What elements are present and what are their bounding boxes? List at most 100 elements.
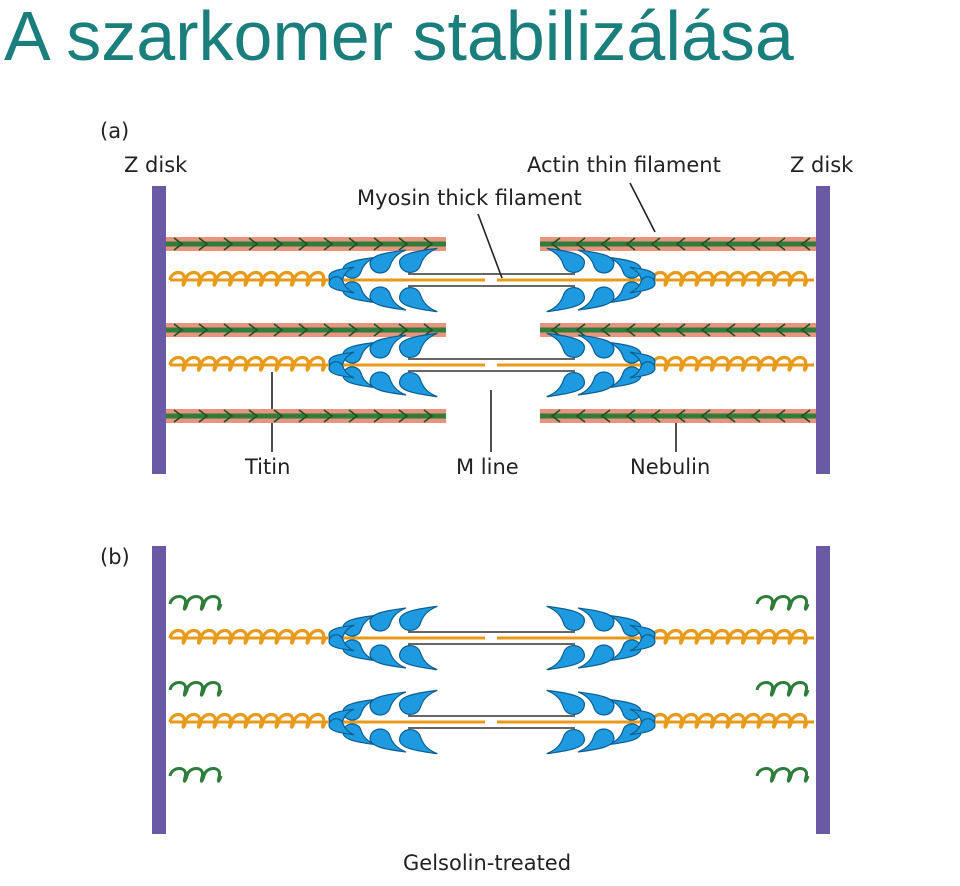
myosin-head bbox=[369, 607, 407, 632]
myosin-head bbox=[577, 249, 615, 274]
myosin-rod bbox=[408, 273, 575, 287]
actin-filament bbox=[540, 323, 816, 337]
myosin-head bbox=[369, 371, 407, 396]
titin-label: Titin bbox=[244, 455, 290, 479]
myosin-head bbox=[629, 718, 656, 736]
titin-coil bbox=[650, 355, 809, 372]
titin-spring bbox=[650, 628, 814, 645]
myosin-thick-filament bbox=[328, 247, 656, 313]
actin-filament bbox=[540, 237, 816, 251]
myosin-head bbox=[629, 276, 656, 294]
myosin-head bbox=[369, 286, 407, 311]
myosin-head bbox=[546, 332, 585, 358]
titin-coil bbox=[168, 355, 327, 372]
z-disk bbox=[152, 186, 166, 474]
myosin-head bbox=[546, 645, 585, 671]
titin-coil bbox=[168, 270, 327, 287]
titin-spring bbox=[168, 712, 330, 729]
actin-arrows bbox=[173, 323, 434, 337]
myosin-head bbox=[608, 698, 642, 721]
z-disk bbox=[816, 546, 830, 834]
myosin-head bbox=[342, 639, 376, 662]
titin-spring bbox=[650, 270, 814, 287]
myosin-head bbox=[546, 287, 585, 313]
nebulin-label: Nebulin bbox=[630, 455, 710, 479]
myosin-head bbox=[399, 645, 438, 671]
titin-coil bbox=[650, 628, 809, 645]
myosin-head bbox=[577, 691, 615, 716]
myosin-head bbox=[342, 341, 376, 364]
myosin-head bbox=[577, 334, 615, 359]
nebulin-fragment bbox=[755, 681, 810, 697]
myosin-head bbox=[629, 634, 656, 652]
titin-spring bbox=[168, 628, 330, 645]
titin-coil bbox=[650, 712, 809, 729]
myosin-head bbox=[328, 361, 355, 379]
myosin-head bbox=[577, 607, 615, 632]
myosin-head bbox=[577, 371, 615, 396]
myosin-head bbox=[399, 287, 438, 313]
myosin-rod bbox=[408, 631, 575, 645]
myosin-head bbox=[342, 698, 376, 721]
nebulin-fragment bbox=[755, 767, 810, 783]
myosin-head bbox=[577, 644, 615, 669]
m-line-label: M line bbox=[456, 455, 519, 479]
panel-b-label: (b) bbox=[100, 545, 130, 569]
nebulin-fragment bbox=[168, 681, 223, 697]
z-disk bbox=[816, 186, 830, 474]
myosin-rod bbox=[408, 715, 575, 729]
titin-spring bbox=[168, 355, 330, 372]
myosin-head bbox=[399, 247, 438, 273]
myosin-head bbox=[369, 334, 407, 359]
myosin-label: Myosin thick filament bbox=[357, 186, 582, 210]
myosin-head bbox=[546, 729, 585, 755]
z-disk-left-label: Z disk bbox=[124, 153, 188, 177]
myosin-head bbox=[342, 366, 376, 389]
myosin-head bbox=[342, 614, 376, 637]
titin-spring bbox=[650, 712, 814, 729]
myosin-head bbox=[577, 286, 615, 311]
myosin-head bbox=[399, 729, 438, 755]
myosin-head bbox=[608, 341, 642, 364]
myosin-head bbox=[577, 728, 615, 753]
myosin-head bbox=[369, 728, 407, 753]
actin-filament bbox=[166, 323, 446, 337]
myosin-head bbox=[608, 281, 642, 304]
myosin-head bbox=[342, 281, 376, 304]
myosin-head bbox=[608, 723, 642, 746]
myosin-head bbox=[328, 718, 355, 736]
myosin-rod bbox=[408, 358, 575, 372]
myosin-head bbox=[399, 605, 438, 631]
myosin-head bbox=[328, 634, 355, 652]
myosin-head bbox=[546, 247, 585, 273]
panel-b-diagram bbox=[152, 546, 830, 834]
titin-coil bbox=[650, 270, 809, 287]
myosin-head bbox=[342, 723, 376, 746]
actin-arrows bbox=[550, 323, 811, 337]
titin-spring bbox=[168, 270, 330, 287]
myosin-head bbox=[608, 366, 642, 389]
myosin-head bbox=[369, 644, 407, 669]
titin-coil bbox=[168, 712, 327, 729]
myosin-head bbox=[629, 361, 656, 379]
myosin-thick-filament bbox=[328, 332, 656, 398]
actin-arrows bbox=[173, 237, 434, 251]
myosin-head bbox=[546, 372, 585, 398]
page-title: A szarkomer stabilizálása bbox=[4, 0, 794, 75]
myosin-head bbox=[328, 276, 355, 294]
nebulin-fragment bbox=[168, 595, 223, 611]
titin-coil bbox=[168, 628, 327, 645]
myosin-head bbox=[399, 372, 438, 398]
myosin-head bbox=[369, 691, 407, 716]
titin-spring bbox=[650, 355, 814, 372]
z-disk bbox=[152, 546, 166, 834]
nebulin-fragment bbox=[168, 767, 223, 783]
panel-a-diagram bbox=[152, 186, 830, 474]
actin-arrows bbox=[173, 409, 434, 423]
actin-filament bbox=[166, 237, 446, 251]
panel-a-label: (a) bbox=[100, 119, 129, 143]
gelsolin-caption: Gelsolin-treated bbox=[403, 851, 571, 875]
myosin-thick-filament bbox=[328, 689, 656, 755]
myosin-head bbox=[342, 256, 376, 279]
